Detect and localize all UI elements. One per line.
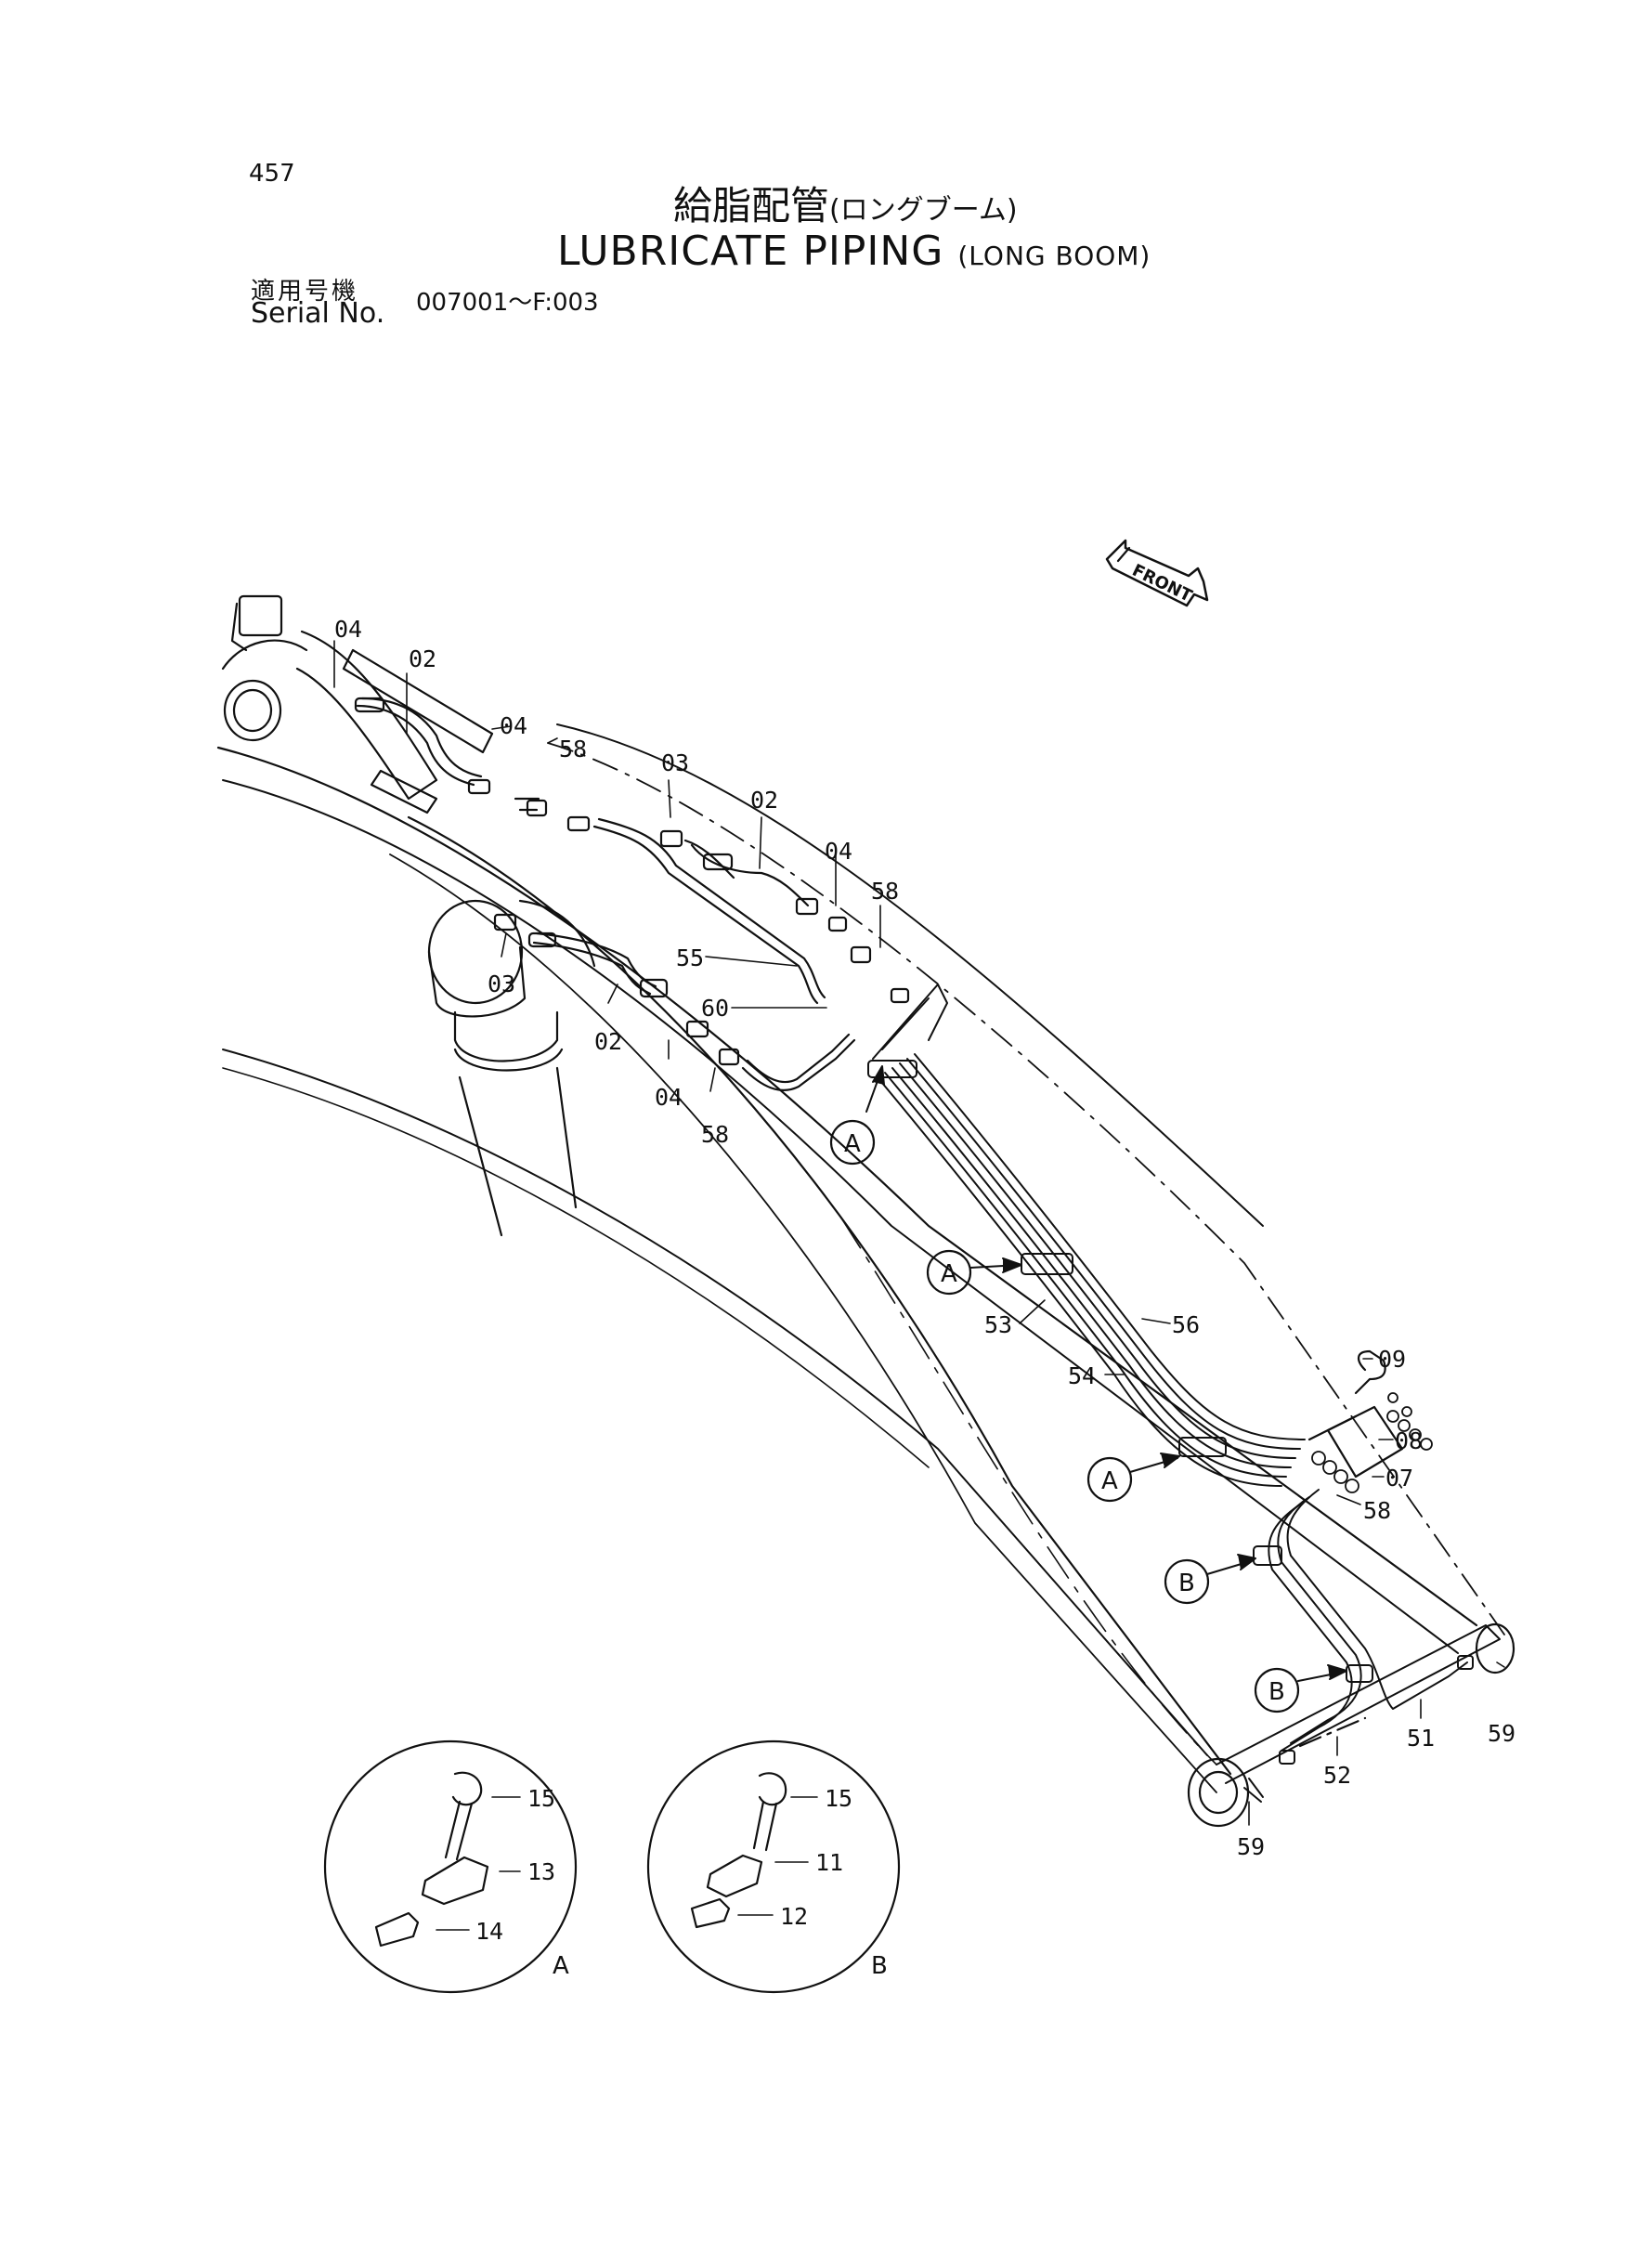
boom-outline xyxy=(216,723,1515,1828)
part-labels: 04 02 04 58 03 02 04 58 55 60 03 02 04 5… xyxy=(334,616,1515,1860)
title-japanese-main: 給脂配管 xyxy=(673,183,830,228)
part-label-07: 07 xyxy=(1385,1465,1413,1492)
serial-range: 007001～F:003 xyxy=(416,289,599,317)
front-arrow-icon: FRONT xyxy=(1105,539,1209,607)
callout-b-2-label: B xyxy=(1268,1678,1285,1706)
grease-hose-upper xyxy=(354,697,910,1005)
detail-a: 15 13 14 A xyxy=(323,1739,578,1994)
front-label: FRONT xyxy=(1129,561,1196,606)
part-label-03: 03 xyxy=(488,971,515,997)
part-label-54: 54 xyxy=(1068,1362,1096,1389)
callout-b-2: B xyxy=(1254,1667,1300,1713)
title-english-main: LUBRICATE PIPING xyxy=(557,228,944,275)
part-label-52: 52 xyxy=(1323,1762,1351,1789)
detail-b-part-12: 12 xyxy=(780,1903,808,1930)
boom-end-lines xyxy=(1243,1489,1474,1803)
part-label-51: 51 xyxy=(1407,1725,1435,1752)
callout-a-2: A xyxy=(926,1249,972,1296)
callout-a-2-label: A xyxy=(941,1260,957,1288)
part-label-59: 59 xyxy=(1237,1833,1265,1860)
part-label-04: 04 xyxy=(655,1084,683,1111)
callout-a-3: A xyxy=(1086,1456,1133,1503)
part-label-04: 04 xyxy=(825,838,852,865)
part-label-02: 02 xyxy=(594,1028,622,1055)
part-label-60: 60 xyxy=(701,995,729,1022)
part-label-58: 58 xyxy=(1363,1497,1391,1524)
part-label-03: 03 xyxy=(661,749,689,776)
title-english: LUBRICATE PIPING (LONG BOOM) xyxy=(557,228,1151,275)
part-label-04: 04 xyxy=(334,616,362,643)
boom-foot-pin xyxy=(221,594,494,814)
part-label-58: 58 xyxy=(871,878,899,905)
part-label-02: 02 xyxy=(409,645,436,672)
detail-b-part-11: 11 xyxy=(815,1849,843,1876)
detail-b-part-15: 15 xyxy=(825,1785,852,1812)
arm-cylinder xyxy=(427,899,596,1237)
part-label-59: 59 xyxy=(1488,1720,1515,1747)
part-label-58: 58 xyxy=(701,1121,729,1148)
part-label-08: 08 xyxy=(1395,1427,1423,1454)
title-japanese: 給脂配管(ロングブーム) xyxy=(673,175,1018,231)
part-label-02: 02 xyxy=(750,787,778,814)
callout-b-1-label: B xyxy=(1178,1570,1195,1597)
callout-a-1: A xyxy=(829,1119,876,1166)
callout-arrows xyxy=(865,1065,1347,1682)
grease-distributor xyxy=(1307,1349,1433,1493)
title-english-sub: (LONG BOOM) xyxy=(957,241,1151,271)
detail-a-label: A xyxy=(553,1952,569,1980)
pipe-bundle xyxy=(867,984,1306,1487)
part-label-56: 56 xyxy=(1172,1311,1200,1338)
part-label-04: 04 xyxy=(500,712,527,739)
part-label-53: 53 xyxy=(984,1311,1012,1338)
leader-lines xyxy=(333,640,1505,1826)
part-label-09: 09 xyxy=(1378,1346,1406,1373)
callout-a-1-label: A xyxy=(844,1130,861,1158)
detail-a-part-14: 14 xyxy=(475,1918,503,1945)
part-label-55: 55 xyxy=(676,945,704,971)
detail-a-part-15: 15 xyxy=(527,1785,555,1812)
serial-label-japanese: 適用号機 xyxy=(251,278,359,306)
serial-label-english: Serial No. xyxy=(251,297,385,330)
detail-b: 15 11 12 B xyxy=(646,1739,901,1994)
detail-a-part-13: 13 xyxy=(527,1858,555,1885)
grease-hose-lower xyxy=(493,913,856,1091)
title-japanese-sub: (ロングブーム) xyxy=(829,194,1018,227)
detail-b-label: B xyxy=(871,1952,888,1980)
callout-b-1: B xyxy=(1164,1558,1210,1605)
part-label-58: 58 xyxy=(559,736,587,762)
page-number: 457 xyxy=(249,160,295,188)
callout-a-3-label: A xyxy=(1101,1467,1118,1495)
